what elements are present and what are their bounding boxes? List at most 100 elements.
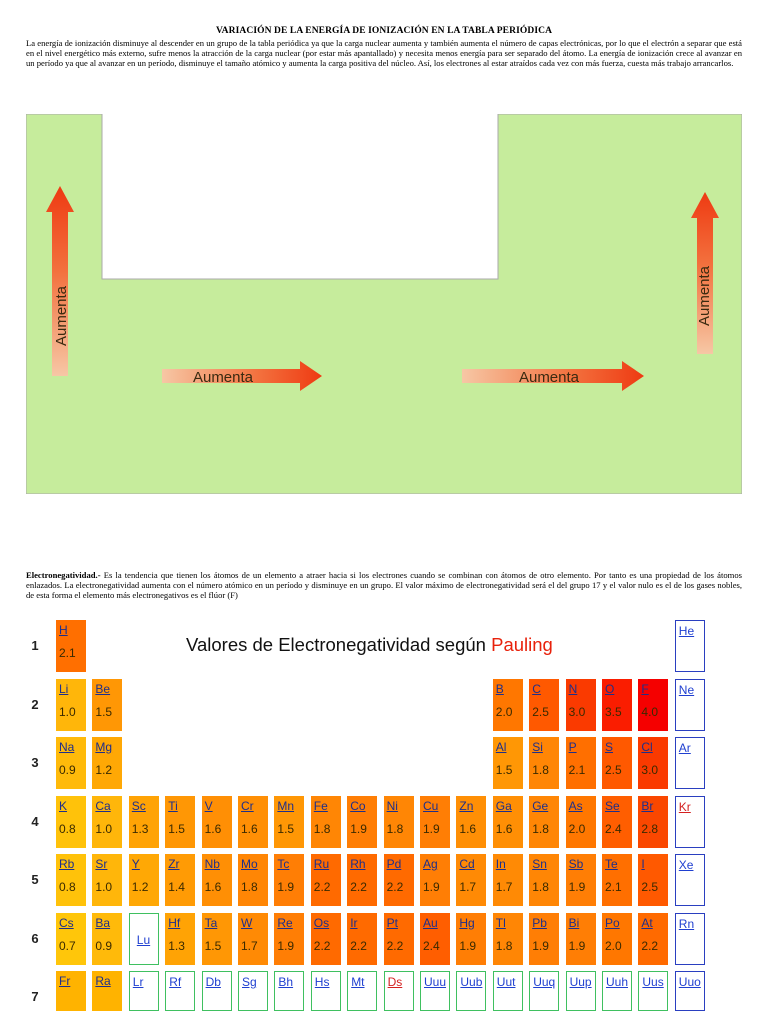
element-symbol[interactable]: Xe xyxy=(678,858,694,872)
element-cell[interactable]: Uub xyxy=(456,971,487,1011)
element-symbol[interactable]: Se xyxy=(605,798,620,813)
element-symbol[interactable]: Bh xyxy=(278,975,294,989)
element-cell[interactable]: Uuh xyxy=(602,971,632,1011)
element-symbol[interactable]: Rn xyxy=(678,916,695,931)
element-symbol[interactable]: Sg xyxy=(242,975,257,989)
element-symbol[interactable]: Mg xyxy=(95,740,113,754)
element-symbol[interactable]: As xyxy=(568,798,583,813)
element-symbol[interactable]: Hf xyxy=(168,915,181,930)
element-symbol[interactable]: Ni xyxy=(386,798,398,813)
element-cell[interactable]: Rf xyxy=(165,971,196,1011)
element-symbol[interactable]: Ra xyxy=(95,974,111,988)
element-symbol[interactable]: Sr xyxy=(95,857,108,871)
element-symbol[interactable]: Ca xyxy=(95,798,111,813)
element-symbol[interactable]: B xyxy=(495,681,504,696)
element-symbol[interactable]: Fe xyxy=(313,798,328,813)
element-symbol[interactable]: I xyxy=(641,857,645,871)
element-symbol[interactable]: Re xyxy=(277,915,293,930)
element-symbol[interactable]: Ir xyxy=(350,915,358,930)
element-symbol[interactable]: Uuq xyxy=(533,975,556,989)
element-symbol[interactable]: Ne xyxy=(678,682,695,697)
element-symbol[interactable]: Sb xyxy=(568,857,584,871)
element-symbol[interactable]: V xyxy=(204,798,213,813)
element-symbol[interactable]: Au xyxy=(423,915,438,930)
element-symbol[interactable]: Rh xyxy=(350,857,366,871)
element-symbol[interactable]: Mt xyxy=(351,975,365,989)
element-symbol[interactable]: Fr xyxy=(59,974,71,988)
element-symbol[interactable]: Cl xyxy=(641,740,653,754)
element-symbol[interactable]: Li xyxy=(59,681,69,696)
element-cell[interactable]: Lu xyxy=(128,912,159,965)
element-symbol[interactable]: Si xyxy=(532,740,543,754)
element-symbol[interactable]: Hs xyxy=(314,975,330,989)
element-symbol[interactable]: Mo xyxy=(241,857,258,871)
element-cell[interactable]: He xyxy=(674,620,705,672)
element-symbol[interactable]: Ds xyxy=(387,975,403,989)
element-symbol[interactable]: Ga xyxy=(495,798,512,813)
element-symbol[interactable]: O xyxy=(605,681,615,696)
element-cell[interactable]: Bh xyxy=(274,971,305,1011)
element-symbol[interactable]: Uuo xyxy=(678,975,701,989)
element-symbol[interactable]: Kr xyxy=(678,799,691,814)
element-symbol[interactable]: Ar xyxy=(678,741,691,755)
element-cell[interactable]: Sg xyxy=(238,971,268,1011)
element-cell[interactable]: Uut xyxy=(492,971,523,1011)
element-symbol[interactable]: Ta xyxy=(204,915,218,930)
element-symbol[interactable]: Uuu xyxy=(424,975,447,989)
element-cell[interactable]: Ds xyxy=(383,971,414,1011)
element-symbol[interactable]: Pd xyxy=(386,857,402,871)
element-cell[interactable]: Uuu xyxy=(420,971,450,1011)
element-symbol[interactable]: Uub xyxy=(460,975,483,989)
element-symbol[interactable]: Nb xyxy=(204,857,220,871)
element-cell[interactable]: Lr xyxy=(128,971,159,1011)
element-cell[interactable]: Mt xyxy=(347,971,378,1011)
element-symbol[interactable]: W xyxy=(241,915,253,930)
element-symbol[interactable]: Rf xyxy=(169,975,182,989)
element-symbol[interactable]: Mn xyxy=(277,798,295,813)
element-symbol[interactable]: Cu xyxy=(423,798,439,813)
element-cell[interactable]: Db xyxy=(201,971,232,1011)
element-symbol[interactable]: Al xyxy=(495,740,507,754)
element-symbol[interactable]: In xyxy=(495,857,506,871)
element-symbol[interactable]: Uus xyxy=(642,975,664,989)
element-symbol[interactable]: Pt xyxy=(386,915,398,930)
element-symbol[interactable]: Zr xyxy=(168,857,180,871)
element-symbol[interactable]: Te xyxy=(605,857,618,871)
element-cell[interactable]: Kr xyxy=(674,795,705,848)
element-symbol[interactable]: Be xyxy=(95,681,111,696)
element-symbol[interactable]: Br xyxy=(641,798,654,813)
element-symbol[interactable]: Cs xyxy=(59,915,74,930)
